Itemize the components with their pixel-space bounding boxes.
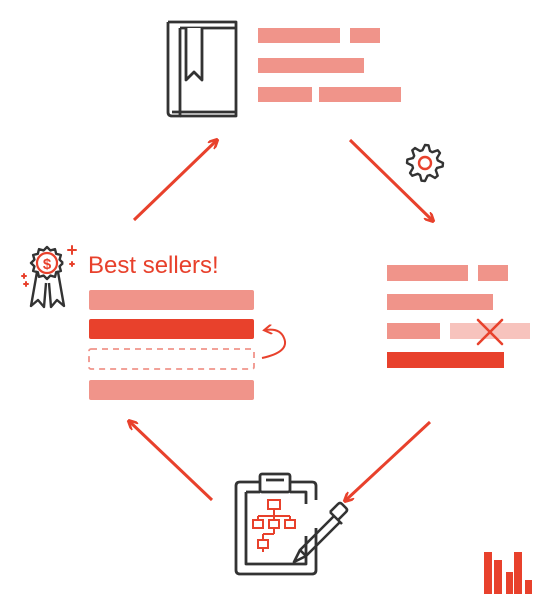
doc-line <box>387 265 468 281</box>
document-with-error <box>387 265 530 368</box>
flowchart <box>252 499 296 552</box>
doc-line <box>478 265 508 281</box>
doc-line <box>387 323 440 339</box>
best-sellers-list <box>88 290 286 400</box>
clipboard-flowchart-icon <box>234 472 349 576</box>
award-ribbon-icon: $ <box>21 245 77 309</box>
arrow-bestsellers-to-book <box>132 141 216 222</box>
doc-line-highlight <box>387 352 504 368</box>
pen-icon <box>292 501 349 564</box>
list-item <box>89 290 254 310</box>
book-icon <box>166 20 238 118</box>
reorder-arrow <box>261 330 286 359</box>
gear-icon <box>405 143 445 183</box>
arrow-clipboard-to-bestsellers <box>130 422 214 502</box>
doc-line <box>387 294 493 310</box>
list-item-highlight <box>89 319 254 339</box>
arrow-document-to-clipboard <box>346 420 432 500</box>
list-item <box>89 380 254 400</box>
svg-text:$: $ <box>43 256 52 273</box>
list-item-placeholder <box>88 348 255 370</box>
best-sellers-heading: Best sellers! <box>88 252 219 279</box>
arrow-book-to-document <box>348 138 432 220</box>
error-x-icon <box>476 318 504 346</box>
brand-logo-bars <box>484 552 532 594</box>
book-text-lines <box>258 28 401 102</box>
